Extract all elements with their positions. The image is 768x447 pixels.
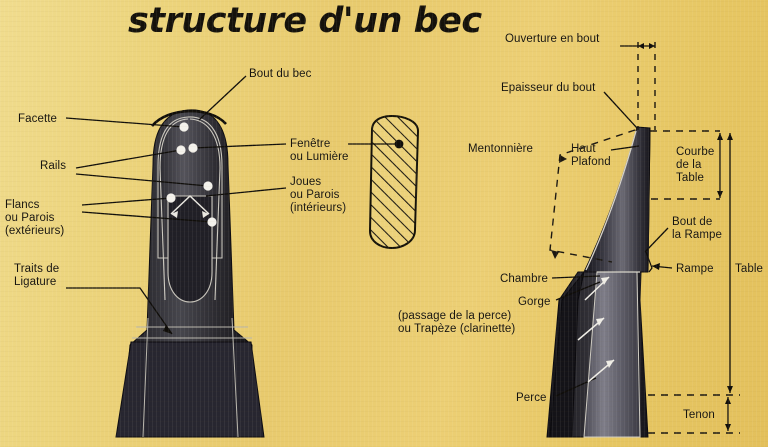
marker-joue bbox=[207, 217, 217, 227]
figure-title: structure d'un bec bbox=[128, 1, 482, 41]
rail-left bbox=[159, 118, 189, 169]
leader-haut-plafond bbox=[610, 145, 640, 151]
joues-arrow-v bbox=[170, 194, 210, 215]
leader-fenetre bbox=[192, 143, 287, 149]
dim-table-arrow-top bbox=[727, 133, 733, 140]
label-mentonniere: Mentonnière bbox=[468, 143, 534, 155]
leader-traits-ligature-arrowhead bbox=[163, 325, 172, 334]
label-haut-plafond: Haut Plafond bbox=[571, 143, 611, 169]
mentonniere-arrowhead-bottom bbox=[551, 250, 559, 259]
leader-bout-du-bec bbox=[198, 75, 247, 121]
leader-joues bbox=[205, 187, 287, 197]
shank-outer-wall bbox=[549, 271, 585, 438]
leader-chambre bbox=[551, 275, 601, 279]
label-tenon: Tenon bbox=[683, 409, 715, 421]
dim-courbe-arrow-top bbox=[717, 133, 723, 140]
label-rails: Rails bbox=[40, 160, 67, 172]
leader-epaisseur-du-bout bbox=[603, 91, 638, 129]
label-gorge-sub: (passage de la perce) ou Trapèze (clarin… bbox=[398, 310, 516, 336]
leader-traits-ligature bbox=[66, 287, 173, 335]
leader-perce-arrowhead bbox=[606, 360, 614, 368]
rail-edge-left bbox=[159, 167, 166, 301]
leader-rampe-arrowhead bbox=[652, 263, 660, 270]
leader-facette bbox=[65, 117, 185, 128]
leader-rails-b bbox=[75, 173, 209, 187]
marker-facette bbox=[179, 122, 189, 132]
label-perce: Perce bbox=[516, 392, 547, 404]
leader-flancs-b bbox=[81, 211, 213, 223]
rail-right bbox=[189, 118, 221, 169]
label-ouverture-en-bout: Ouverture en bout bbox=[505, 33, 600, 45]
label-epaisseur-du-bout: Epaisseur du bout bbox=[501, 82, 596, 94]
marker-flanc bbox=[166, 193, 176, 203]
cross-section-hatched bbox=[348, 114, 420, 250]
label-bout-du-bec: Bout du bec bbox=[249, 68, 312, 80]
dim-table-arrow-bottom bbox=[727, 386, 733, 393]
leader-gorge bbox=[555, 281, 601, 301]
left-front-view bbox=[65, 75, 287, 438]
label-rampe: Rampe bbox=[676, 263, 714, 275]
rampe-edge bbox=[645, 251, 653, 273]
label-fenetre: Fenêtre ou Lumière bbox=[290, 138, 349, 164]
dim-tenon-arrow-top bbox=[725, 397, 731, 404]
leader-chambre-arrowhead bbox=[601, 277, 609, 285]
guide-mentonniere bbox=[549, 129, 636, 263]
marker-fenetre bbox=[188, 143, 198, 153]
joues-arrowhead-right bbox=[202, 211, 209, 218]
dim-ouverture-arrow-left bbox=[638, 43, 644, 49]
trait-ligature-edge-left bbox=[142, 317, 149, 438]
joues-arrowhead-left bbox=[171, 211, 178, 218]
fenetre-opening bbox=[167, 195, 213, 303]
cross-section-outline bbox=[368, 114, 420, 250]
bout-du-bec-arc bbox=[151, 109, 227, 127]
label-table: Table bbox=[735, 263, 763, 275]
leader-rails-a bbox=[75, 149, 182, 169]
marker-rail-2 bbox=[203, 181, 213, 191]
leader-flancs-a bbox=[81, 197, 172, 206]
leader-gorge-arrowhead bbox=[596, 318, 604, 326]
label-courbe-de-la-table: Courbe de la Table bbox=[676, 146, 715, 185]
marker-rail bbox=[176, 145, 186, 155]
label-traits-ligature: Traits de Ligature bbox=[14, 263, 60, 289]
label-chambre: Chambre bbox=[500, 273, 548, 285]
label-facette: Facette bbox=[18, 113, 58, 125]
dim-tenon-arrow-bottom bbox=[725, 424, 731, 431]
dim-courbe-arrow-bottom bbox=[717, 191, 723, 198]
dim-ouverture-arrow-right bbox=[649, 43, 655, 49]
label-flancs: Flancs ou Parois (extérieurs) bbox=[5, 199, 65, 238]
leader-bout-de-la-rampe bbox=[644, 227, 669, 253]
shank-flare-front bbox=[115, 341, 265, 438]
mentonniere-arrowhead-top bbox=[559, 155, 567, 163]
rail-edge-right bbox=[214, 167, 221, 301]
label-gorge: Gorge bbox=[518, 296, 551, 308]
label-joues: Joues ou Parois (intérieurs) bbox=[290, 176, 347, 215]
marker-section-point bbox=[394, 139, 404, 149]
haut-plafond-edge bbox=[585, 130, 637, 271]
trait-ligature-edge-right bbox=[231, 317, 239, 438]
right-profile-view bbox=[546, 42, 740, 438]
label-bout-de-la-rampe: Bout de la Rampe bbox=[672, 216, 723, 242]
